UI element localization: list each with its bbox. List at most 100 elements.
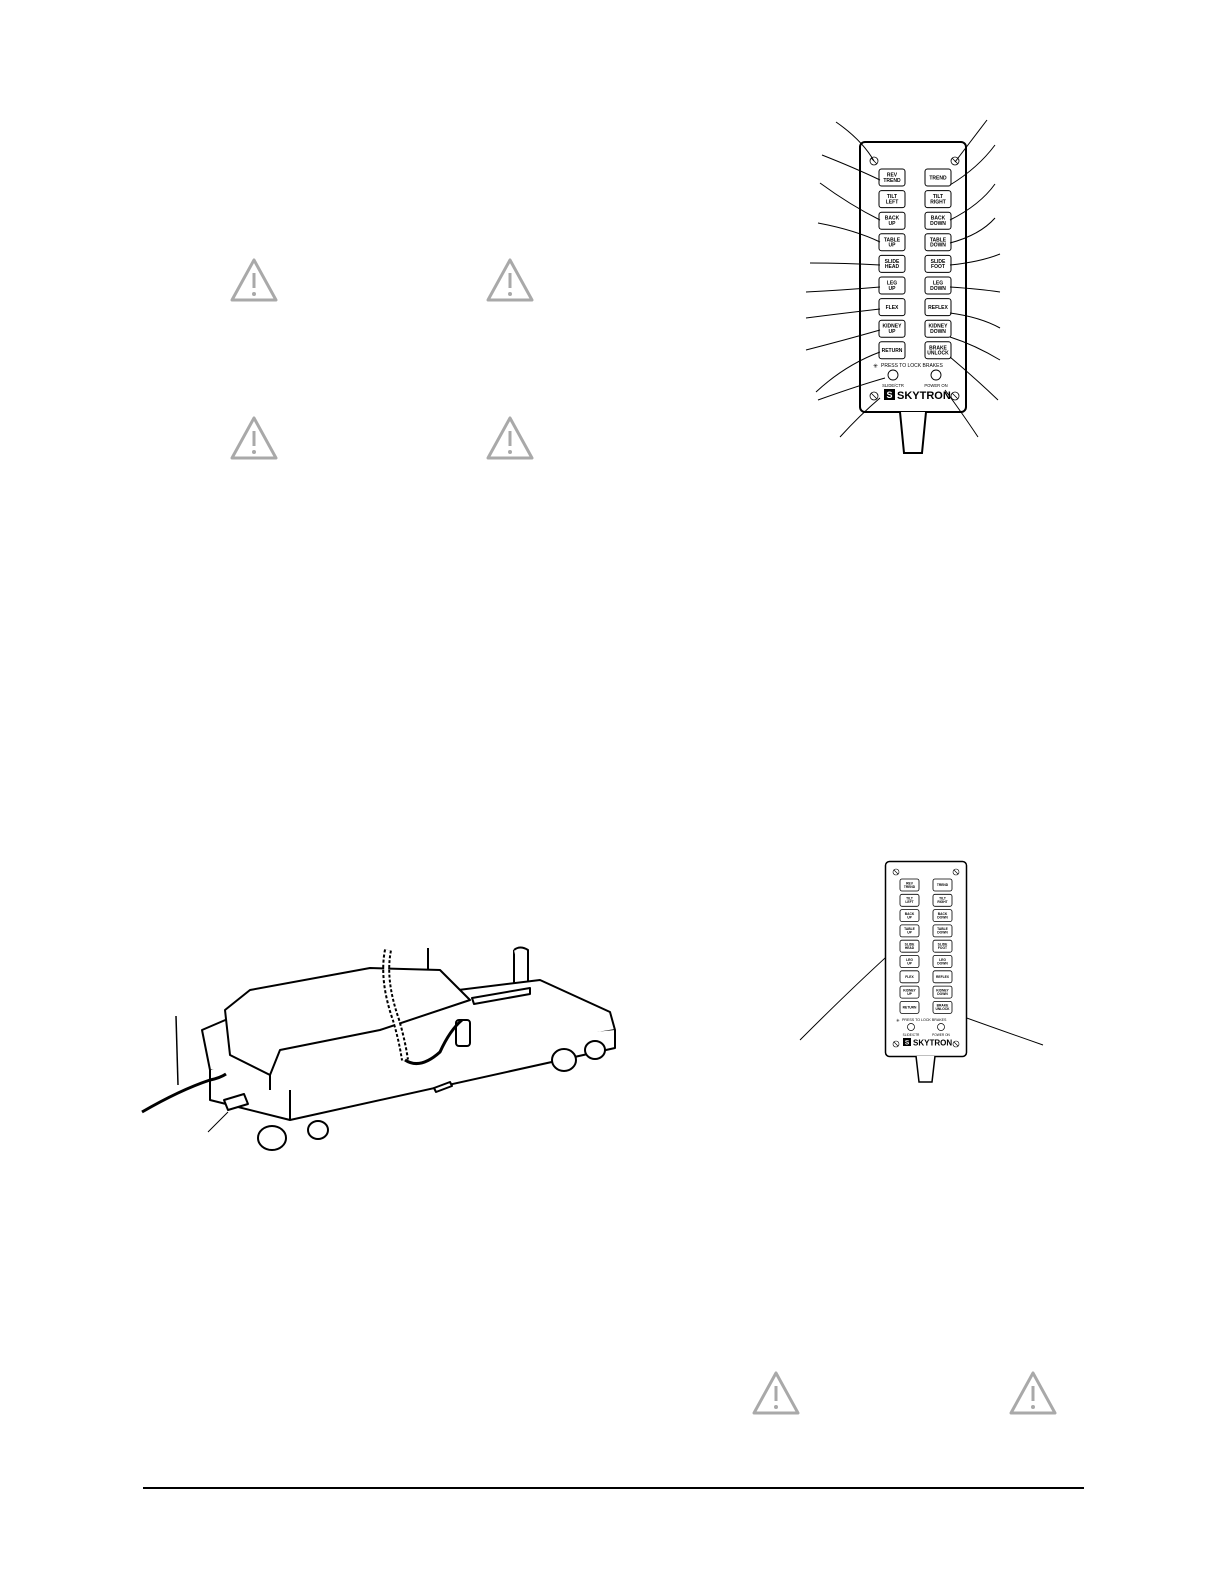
brand-name: SKYTRON bbox=[897, 390, 951, 402]
button-label: DOWN bbox=[930, 221, 946, 227]
hand-control-pendant-small: REVTRENDTILTLEFTBACKUPTABLEUPSLIDEHEADLE… bbox=[884, 860, 968, 1083]
button-label: FLEX bbox=[886, 305, 899, 311]
button-label: BACK bbox=[938, 912, 948, 916]
power-on-label: POWER ON bbox=[924, 383, 947, 388]
button-label: REV bbox=[887, 173, 898, 179]
button-label: LEFT bbox=[905, 900, 913, 904]
button-reflex[interactable]: REFLEX bbox=[924, 298, 952, 317]
lock-brakes-note: PRESS TO LOCK BRAKES bbox=[902, 1018, 947, 1022]
lock-brakes-note: PRESS TO LOCK BRAKES bbox=[881, 363, 943, 369]
button-label: LEG bbox=[939, 958, 946, 962]
button-label: FOOT bbox=[938, 946, 947, 950]
svg-text:S: S bbox=[886, 390, 892, 400]
button-label: LEG bbox=[906, 958, 913, 962]
button-label: UNLOCK bbox=[935, 1007, 950, 1011]
button-flex[interactable]: FLEX bbox=[878, 298, 906, 317]
button-label: TREND bbox=[937, 883, 949, 887]
button-label: TABLE bbox=[930, 237, 947, 243]
right-button-column: TRENDTILTRIGHTBACKDOWNTABLEDOWNSLIDEFOOT… bbox=[924, 168, 952, 360]
button-label: KIDNEY bbox=[929, 324, 949, 330]
button-label: SLIDE bbox=[931, 259, 946, 265]
button-label: UP bbox=[889, 286, 897, 292]
button-label: BACK bbox=[885, 216, 900, 222]
power-on-label: POWER ON bbox=[932, 1033, 950, 1037]
button-reflex[interactable]: REFLEX bbox=[932, 970, 953, 984]
button-label: LEG bbox=[933, 281, 943, 287]
button-label: TILT bbox=[887, 194, 897, 200]
button-label: FLEX bbox=[905, 975, 914, 979]
slide-ctr-indicator bbox=[907, 1023, 915, 1031]
skytron-logo-icon bbox=[884, 389, 895, 400]
button-label: DOWN bbox=[930, 286, 946, 292]
button-label: KIDNEY bbox=[883, 324, 903, 330]
button-label: FOOT bbox=[931, 264, 945, 270]
button-label: DOWN bbox=[937, 961, 948, 965]
warning-triangle-icon bbox=[486, 416, 534, 460]
power-on-indicator bbox=[930, 369, 942, 381]
button-trend[interactable]: TREND bbox=[932, 878, 953, 892]
button-label: TABLE bbox=[904, 927, 916, 931]
button-flex[interactable]: FLEX bbox=[899, 970, 920, 984]
button-label: RETURN bbox=[882, 348, 903, 354]
button-label: DOWN bbox=[937, 931, 948, 935]
right-button-column-small: TRENDTILTRIGHTBACKDOWNTABLEDOWNSLIDEFOOT… bbox=[932, 878, 953, 1014]
button-label: SLIDE bbox=[885, 259, 900, 265]
slide-ctr-label: SLIDE/CTR bbox=[903, 1033, 920, 1037]
button-label: UP bbox=[907, 915, 912, 919]
footer-rule bbox=[143, 1487, 1084, 1489]
svg-text:S: S bbox=[905, 1040, 910, 1047]
warning-triangle-icon bbox=[486, 258, 534, 302]
button-label: BACK bbox=[931, 216, 946, 222]
warning-triangle-icon bbox=[230, 416, 278, 460]
button-label: REV bbox=[906, 881, 914, 885]
button-return[interactable]: RETURN bbox=[878, 341, 906, 360]
skytron-logo-icon bbox=[903, 1038, 911, 1046]
power-on-indicator bbox=[937, 1023, 945, 1031]
button-label: DOWN bbox=[930, 329, 946, 335]
button-label: TILT bbox=[933, 194, 943, 200]
button-label: LEG bbox=[887, 281, 897, 287]
button-trend[interactable]: TREND bbox=[924, 168, 952, 187]
button-label: SLIDE bbox=[905, 943, 916, 947]
button-label: TILT bbox=[939, 897, 946, 901]
table-base-illustration bbox=[141, 946, 616, 1151]
button-label: TREND bbox=[929, 175, 947, 181]
button-label: SLIDE bbox=[938, 943, 949, 947]
left-button-column-small: REVTRENDTILTLEFTBACKUPTABLEUPSLIDEHEADLE… bbox=[899, 878, 920, 1014]
button-label: UP bbox=[889, 221, 897, 227]
button-label: TILT bbox=[906, 897, 913, 901]
button-label: HEAD bbox=[905, 946, 915, 950]
button-label: UP bbox=[907, 931, 912, 935]
button-label: UP bbox=[889, 243, 897, 249]
button-label: TABLE bbox=[884, 237, 901, 243]
button-return[interactable]: RETURN bbox=[899, 1000, 920, 1014]
